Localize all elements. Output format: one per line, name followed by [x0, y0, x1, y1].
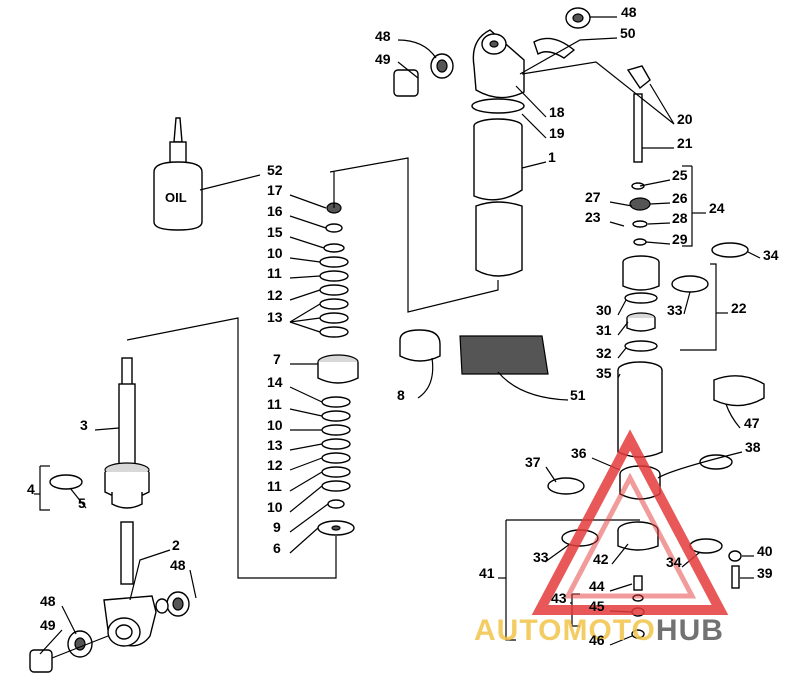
callout-c41: 41	[479, 565, 495, 581]
callout-c4: 4	[27, 481, 35, 497]
callout-c48d: 48	[40, 593, 56, 609]
callout-c40: 40	[757, 543, 773, 559]
watermark-auto: AUTO	[474, 614, 562, 647]
callout-c16: 16	[267, 203, 283, 219]
shock-body	[393, 7, 591, 277]
callout-c15: 15	[267, 224, 283, 240]
callout-c33b: 33	[533, 549, 549, 565]
callout-c43: 43	[551, 590, 567, 606]
decal-band	[459, 335, 549, 375]
callout-c46: 46	[589, 632, 605, 648]
callout-c13a: 13	[267, 309, 283, 325]
callout-c48c: 48	[170, 557, 186, 573]
watermark: AUTOMOTOHUB	[474, 429, 729, 647]
callout-c8: 8	[397, 387, 405, 403]
callout-c37: 37	[525, 454, 541, 470]
callout-c51: 51	[570, 387, 586, 403]
callout-c49b: 49	[40, 617, 56, 633]
callout-c35: 35	[596, 365, 612, 381]
callout-c32: 32	[596, 345, 612, 361]
callout-c18: 18	[549, 104, 565, 120]
watermark-moto: MOTO	[562, 614, 655, 647]
callout-c36: 36	[571, 445, 587, 461]
callout-c10a: 10	[267, 245, 283, 261]
callout-c22: 22	[731, 300, 747, 316]
callout-c14: 14	[267, 374, 283, 390]
callout-c21: 21	[677, 135, 693, 151]
callout-c48a: 48	[621, 4, 637, 20]
callout-c47: 47	[744, 415, 760, 431]
callout-c6: 6	[273, 540, 281, 556]
callout-c26: 26	[672, 190, 688, 206]
callout-c11b: 11	[267, 396, 282, 412]
callout-c17: 17	[267, 182, 283, 198]
callout-c11c: 11	[267, 478, 282, 494]
callout-c11a: 11	[267, 265, 282, 281]
callout-c49a: 49	[375, 51, 391, 67]
callout-c31: 31	[596, 322, 612, 338]
callout-c7: 7	[273, 351, 281, 367]
callout-c19: 19	[549, 125, 565, 141]
callout-c27: 27	[585, 189, 601, 205]
retaining-ring	[399, 329, 441, 362]
callout-c10c: 10	[267, 499, 283, 515]
callout-c50: 50	[620, 25, 636, 41]
callout-c5: 5	[78, 495, 86, 511]
callout-c38: 38	[745, 439, 761, 455]
callout-c9: 9	[273, 519, 281, 535]
oil-bottle: OIL	[153, 117, 203, 231]
callout-c44: 44	[589, 578, 605, 594]
watermark-triangle	[531, 429, 729, 615]
callout-c25: 25	[672, 167, 688, 183]
callout-c12a: 12	[267, 287, 283, 303]
oil-bottle-label: OIL	[165, 190, 187, 205]
callout-c28: 28	[672, 210, 688, 226]
callout-c48b: 48	[375, 28, 391, 44]
watermark-hub: HUB	[656, 614, 724, 647]
callout-c13b: 13	[267, 437, 283, 453]
callout-c1: 1	[548, 149, 556, 165]
callout-c39: 39	[757, 565, 773, 581]
callout-c34b: 34	[666, 554, 682, 570]
callout-c2: 2	[172, 537, 180, 553]
callout-c24: 24	[709, 200, 725, 216]
callout-c12b: 12	[267, 457, 283, 473]
callout-c34a: 34	[763, 247, 779, 263]
watermark-text: AUTOMOTOHUB	[474, 614, 724, 647]
reservoir-assembly	[547, 65, 765, 639]
callout-c45: 45	[589, 598, 605, 614]
callout-c20: 20	[677, 111, 693, 127]
valve-stack	[317, 202, 359, 536]
callout-c33a: 33	[667, 302, 683, 318]
callout-c23: 23	[585, 209, 601, 225]
left-assembly	[29, 357, 190, 673]
callout-c52: 52	[267, 162, 283, 178]
leader-lines	[34, 16, 761, 655]
callout-c3: 3	[80, 417, 88, 433]
callout-c42: 42	[593, 551, 609, 567]
callout-c29: 29	[672, 231, 688, 247]
callout-c10b: 10	[267, 417, 283, 433]
callout-c30: 30	[596, 302, 612, 318]
